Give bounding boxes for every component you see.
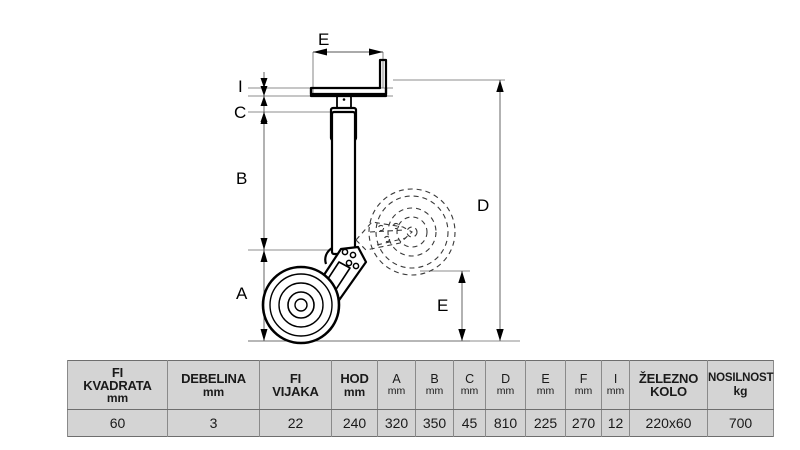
- col-header-i-unit: mm: [606, 385, 625, 398]
- dimension-e-bottom: [458, 271, 466, 341]
- arrow-a: [260, 250, 268, 341]
- col-header-zelezno-kolo-line2: KOLO: [650, 384, 687, 399]
- spec-table-container: FI KVADRATA mm DEBELINA mm FI VIJAKA HOD…: [67, 360, 774, 438]
- col-header-f: F mm: [565, 360, 602, 410]
- cell-c: 45: [453, 409, 486, 437]
- col-header-debelina: DEBELINA mm: [167, 360, 260, 410]
- cell-i: 12: [601, 409, 630, 437]
- col-header-e-line1: E: [541, 372, 550, 387]
- table-row: 60 3 22 240 320 350 45 810 225 270 12 22…: [67, 409, 774, 437]
- col-header-a: A mm: [377, 360, 416, 410]
- dimension-label-d: D: [477, 196, 490, 215]
- mounting-bracket: [309, 58, 388, 96]
- cell-b: 350: [415, 409, 454, 437]
- col-header-nosilnost-unit: kg: [733, 383, 748, 398]
- col-header-nosilnost: NOSILNOST kg: [707, 360, 774, 410]
- col-header-c-unit: mm: [460, 385, 479, 398]
- col-header-a-unit: mm: [387, 385, 406, 398]
- col-header-fi-kvadrata: FI KVADRATA mm: [67, 360, 168, 410]
- col-header-nosilnost-line1: NOSILNOST: [708, 372, 774, 385]
- cell-zelezno-kolo: 220x60: [629, 409, 708, 437]
- col-header-fi-vijaka-line2: VIJAKA: [272, 384, 319, 399]
- col-header-fi-kvadrata-line1: FI: [111, 364, 124, 380]
- col-header-debelina-unit: mm: [202, 384, 225, 399]
- col-header-f-line1: F: [579, 372, 588, 387]
- cell-hod: 240: [331, 409, 378, 437]
- cell-d: 810: [485, 409, 526, 437]
- bracket-boss: [336, 95, 352, 109]
- table-header-row: FI KVADRATA mm DEBELINA mm FI VIJAKA HOD…: [67, 360, 774, 410]
- cell-fi-vijaka: 22: [259, 409, 332, 437]
- col-header-i: I mm: [601, 360, 630, 410]
- dimension-label-e-top: E: [318, 30, 330, 49]
- col-header-b-unit: mm: [425, 385, 444, 398]
- col-header-b-line1: B: [430, 372, 439, 387]
- col-header-e: E mm: [525, 360, 566, 410]
- col-header-d-unit: mm: [496, 385, 515, 398]
- dimension-label-e-bottom: E: [437, 296, 449, 315]
- col-header-fi-vijaka: FI VIJAKA: [259, 360, 332, 410]
- cell-debelina: 3: [167, 409, 260, 437]
- dimension-label-c: C: [234, 103, 247, 122]
- col-header-fi-kvadrata-line2: KVADRATA: [83, 377, 152, 393]
- dimension-label-i: I: [238, 77, 243, 96]
- col-header-a-line1: A: [392, 372, 401, 387]
- col-header-zelezno-kolo-line1: ŽELEZNO: [638, 370, 699, 386]
- col-header-zelezno-kolo: ŽELEZNO KOLO: [629, 360, 708, 410]
- col-header-d: D mm: [485, 360, 526, 410]
- col-header-i-line1: I: [613, 372, 618, 387]
- spec-table: FI KVADRATA mm DEBELINA mm FI VIJAKA HOD…: [67, 360, 774, 437]
- cell-e: 225: [525, 409, 566, 437]
- col-header-debelina-line1: DEBELINA: [181, 371, 246, 387]
- wheel-hub: [287, 291, 315, 319]
- col-header-d-line1: D: [501, 372, 510, 387]
- wheel-tyre-inner: [269, 273, 333, 337]
- cell-fi-kvadrata: 60: [67, 409, 168, 437]
- cell-f: 270: [565, 409, 602, 437]
- col-header-hod-unit: mm: [343, 384, 366, 399]
- col-header-e-unit: mm: [536, 385, 555, 398]
- col-header-f-unit: mm: [574, 385, 593, 398]
- col-header-c: C mm: [453, 360, 486, 410]
- arrow-i: [260, 78, 268, 106]
- col-header-c-line1: C: [465, 372, 474, 387]
- jack-inner-tube: [330, 110, 357, 256]
- arrow-b: [260, 112, 268, 250]
- phantom-swivel-wheel: [355, 188, 456, 276]
- dimension-e-top: [313, 48, 383, 56]
- col-header-hod-line1: HOD: [340, 371, 369, 387]
- swivel-fork-ear: [324, 247, 333, 265]
- col-header-b: B mm: [415, 360, 454, 410]
- dimension-d: [496, 80, 504, 341]
- wheel-rim: [278, 282, 324, 328]
- wheel-axle: [294, 298, 308, 312]
- cell-a: 320: [377, 409, 416, 437]
- cell-nosilnost: 700: [707, 409, 774, 437]
- dimension-label-b: B: [236, 169, 248, 188]
- wheel: [261, 265, 341, 345]
- col-header-fi-vijaka-line1: FI: [289, 370, 302, 386]
- col-header-fi-kvadrata-unit: mm: [106, 391, 129, 406]
- col-header-hod: HOD mm: [331, 360, 378, 410]
- dimension-label-a: A: [236, 284, 248, 303]
